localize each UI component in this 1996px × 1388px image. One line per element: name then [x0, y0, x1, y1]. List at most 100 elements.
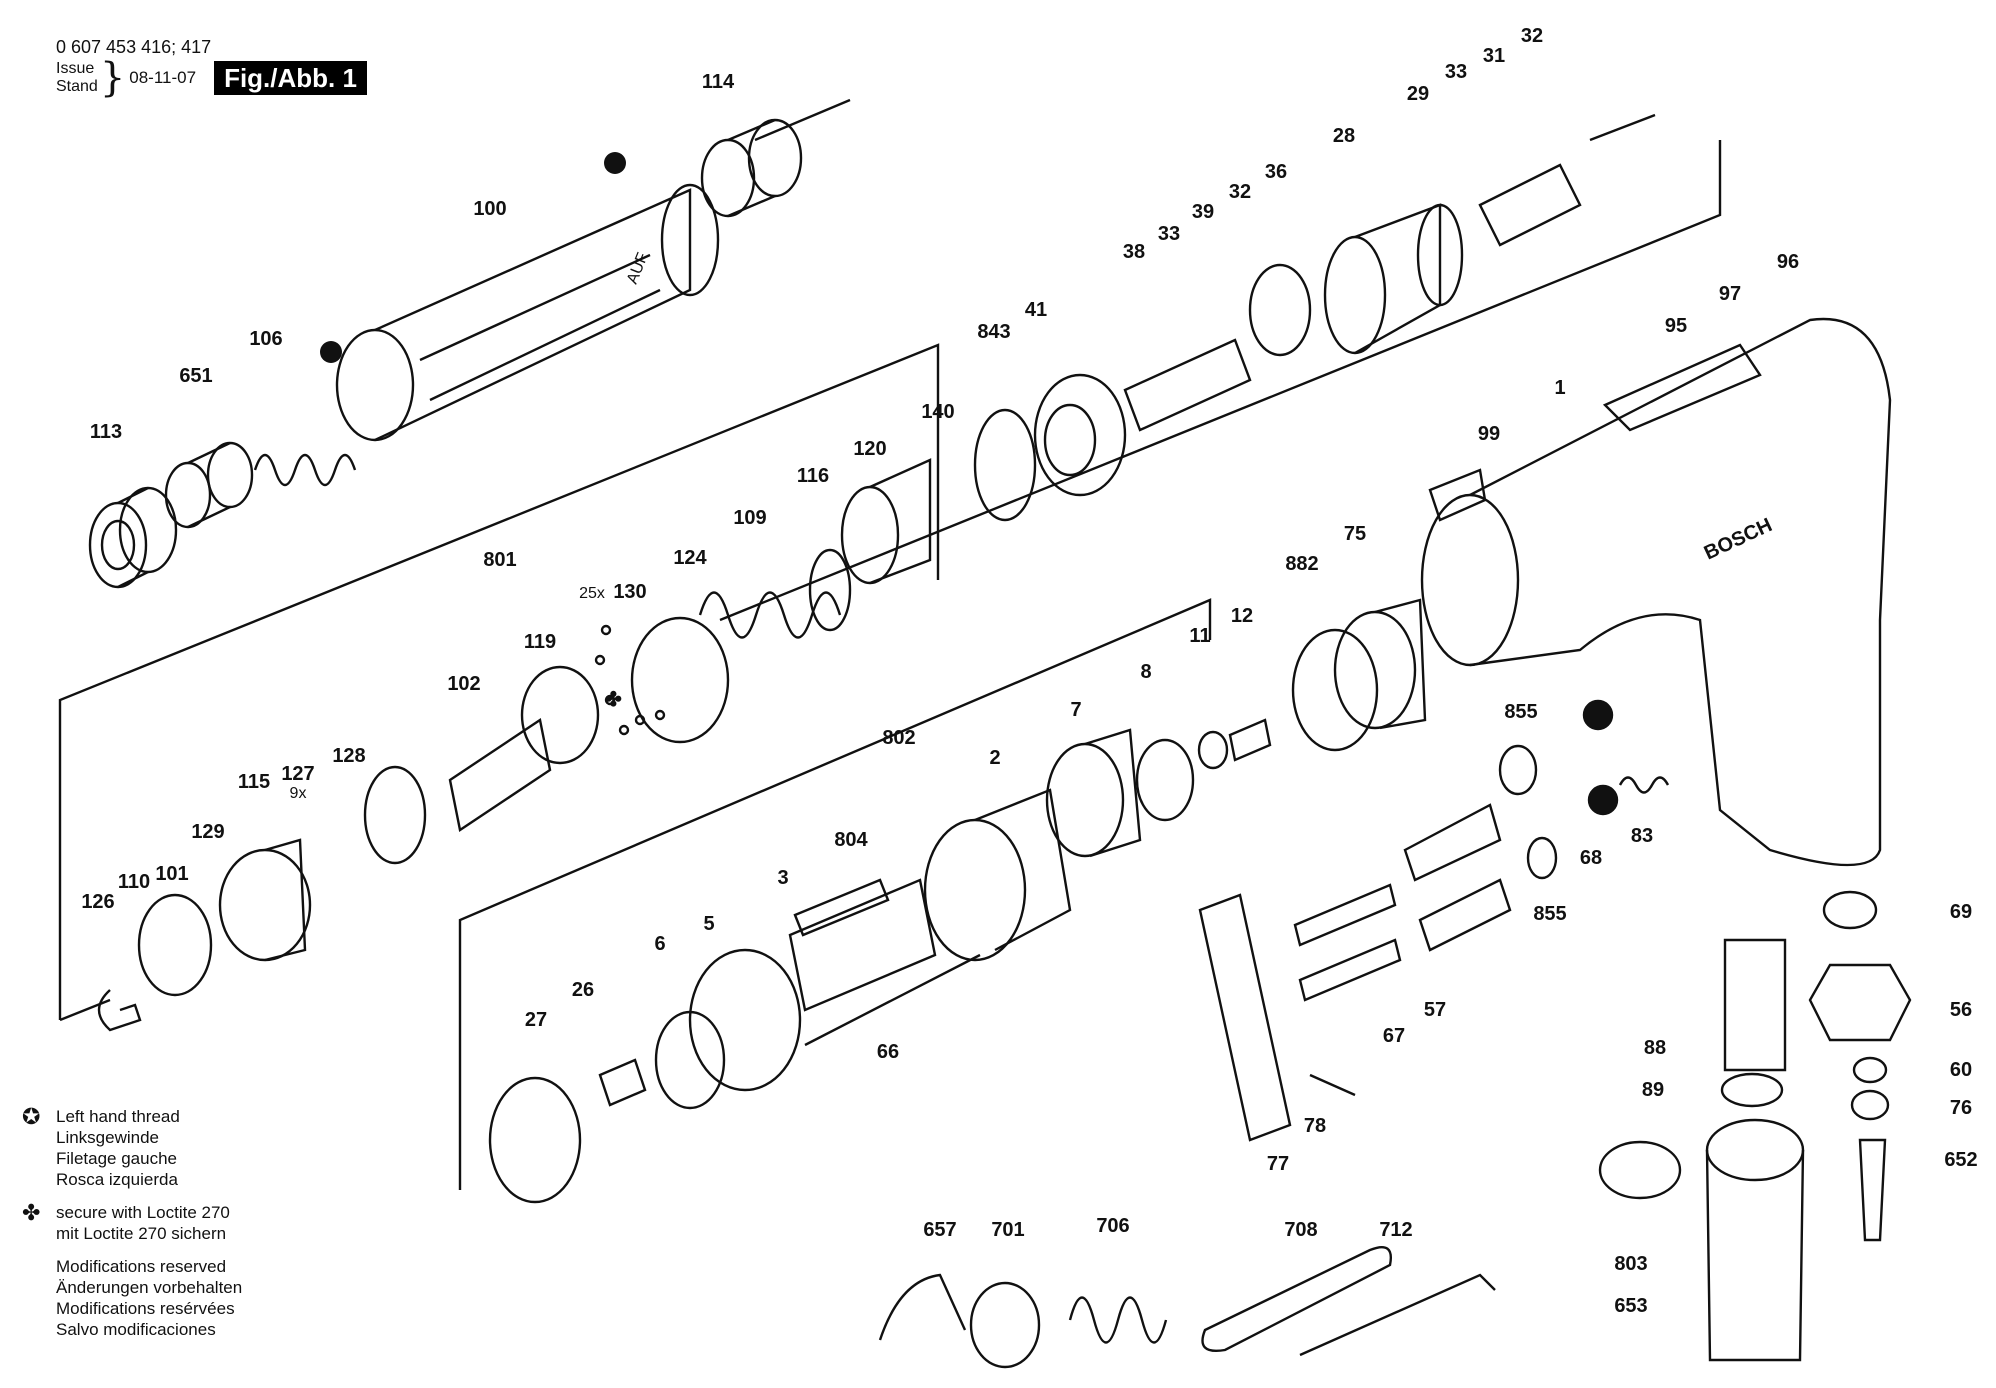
part-fitting-56	[1808, 963, 1912, 1042]
part-ball-68b	[1587, 784, 1619, 816]
part-number-label: 60	[1950, 1059, 1972, 1081]
part-number-label: 882	[1285, 553, 1318, 575]
part-number-label: 803	[1614, 1253, 1647, 1275]
part-spring-706	[1068, 1296, 1168, 1344]
part-pin-66	[804, 953, 981, 1047]
part-number-label: 76	[1950, 1097, 1972, 1119]
bosch-brand-icon: BOSCH	[1701, 514, 1776, 564]
legend-modifications-line: Modifications resérvées	[56, 1299, 235, 1318]
part-sleeve-651	[164, 441, 254, 529]
auf-scale-mark: AUF	[624, 250, 652, 286]
part-number-label: 3	[777, 867, 788, 889]
legend-modifications-line: Salvo modificaciones	[56, 1320, 216, 1339]
part-number-label: 78	[1304, 1115, 1326, 1137]
stand-label: Stand	[56, 78, 98, 95]
part-wrench-708	[1201, 1245, 1392, 1352]
part-washer-11	[1197, 730, 1229, 770]
part-oring-855b	[1526, 836, 1558, 880]
part-number-label: 110	[118, 871, 150, 893]
part-spindle-29	[1478, 163, 1582, 247]
part-number-label: 701	[991, 1219, 1024, 1241]
part-number-label: 88	[1644, 1037, 1666, 1059]
part-number-label: 102	[447, 673, 480, 695]
part-nipple-652	[1858, 1138, 1887, 1242]
part-number-label: 652	[1944, 1149, 1977, 1171]
part-number-label: 68	[1580, 847, 1602, 869]
part-clip-657	[878, 1273, 967, 1341]
part-valve-57b	[1403, 803, 1502, 882]
part-number-label: 31	[1483, 45, 1505, 67]
part-number-label: 804	[834, 829, 868, 851]
part-ball-68a	[1582, 699, 1614, 731]
document-number: 0 607 453 416; 417	[56, 37, 212, 57]
part-number-label: 1	[1554, 377, 1565, 399]
part-number-label: 129	[191, 821, 224, 843]
part-clutch-120	[840, 458, 932, 585]
part-nut-76	[1850, 1089, 1890, 1121]
part-number-label: 113	[90, 421, 122, 443]
part-number-label: 32	[1521, 25, 1543, 47]
part-number-label: 115	[238, 771, 270, 793]
legend: ✪ Left hand thread Linksgewinde Filetage…	[22, 1106, 242, 1340]
part-number-label: 801	[483, 549, 516, 571]
part-number-label: 75	[1344, 523, 1366, 545]
part-gear-28	[1323, 203, 1464, 355]
loctite-icon: ✤	[22, 1200, 41, 1225]
part-housing-100	[335, 183, 720, 442]
part-lever-77	[1198, 893, 1292, 1142]
part-ring-124	[630, 616, 730, 744]
part-number-label: 41	[1025, 299, 1047, 321]
part-number-label: 712	[1379, 1219, 1412, 1241]
part-washer-27	[488, 1076, 582, 1204]
part-ring-110	[137, 893, 213, 997]
part-block-88	[1723, 938, 1787, 1072]
part-number-label: 651	[179, 365, 212, 387]
part-oring-69	[1822, 890, 1878, 930]
part-number-label: 109	[733, 507, 766, 529]
part-oring-882	[1291, 628, 1379, 752]
part-number-label: 653	[1614, 1295, 1647, 1317]
part-number-label: 39	[1192, 201, 1214, 223]
part-sleeve-701	[969, 1281, 1041, 1369]
part-bushing-114	[700, 118, 803, 218]
legend-loctite-line: secure with Loctite 270	[56, 1203, 230, 1222]
part-ring-116	[808, 548, 852, 632]
middle-assembly-outline	[458, 598, 1212, 1190]
part-valve-57	[1418, 878, 1512, 952]
part-number-label: 97	[1719, 283, 1741, 305]
legend-modifications-line: Änderungen vorbehalten	[56, 1278, 243, 1297]
part-pinion-26	[598, 1058, 647, 1107]
part-number-label: 33	[1158, 223, 1180, 245]
part-number-label: 114	[702, 71, 735, 93]
legend-left-thread-line: Left hand thread	[56, 1107, 180, 1126]
part-endplate-5	[688, 948, 802, 1092]
legend-left-thread-line: Linksgewinde	[56, 1128, 160, 1147]
legend-modifications-line: Modifications reserved	[56, 1257, 227, 1276]
upper-assembly-outline	[58, 343, 940, 1020]
part-plate-95	[1602, 343, 1762, 432]
part-vanes-804	[793, 878, 890, 937]
top-guide-lines	[754, 98, 851, 142]
figure-label: Fig./Abb. 1	[214, 61, 367, 95]
part-number-label: 28	[1333, 125, 1355, 147]
part-clip-126	[97, 989, 142, 1032]
part-number-label: 67	[1383, 1025, 1405, 1047]
part-number-label: 2	[989, 747, 1000, 769]
legend-loctite-line: mit Loctite 270 sichern	[56, 1224, 227, 1243]
part-spring-109	[698, 591, 842, 639]
part-grip-99	[1428, 468, 1487, 522]
part-number-label: 29	[1407, 83, 1429, 105]
issue-row: Issue Stand } 08-11-07 Fig./Abb. 1	[56, 58, 367, 98]
part-cap-803	[1598, 1140, 1682, 1200]
part-ring-41	[1033, 373, 1127, 497]
part-number-label: 708	[1284, 1219, 1317, 1241]
part-number-label: 5	[703, 913, 714, 935]
part-endplate-7	[1045, 728, 1142, 858]
part-number-label: 657	[923, 1219, 956, 1241]
part-number-label: 12	[1231, 605, 1253, 627]
part-nut-113	[88, 486, 178, 589]
part-number-label: 106	[249, 328, 282, 350]
part-bearing-36	[1248, 263, 1312, 357]
part-number-label: 855	[1533, 903, 1566, 925]
part-number-label: 140	[921, 401, 954, 423]
